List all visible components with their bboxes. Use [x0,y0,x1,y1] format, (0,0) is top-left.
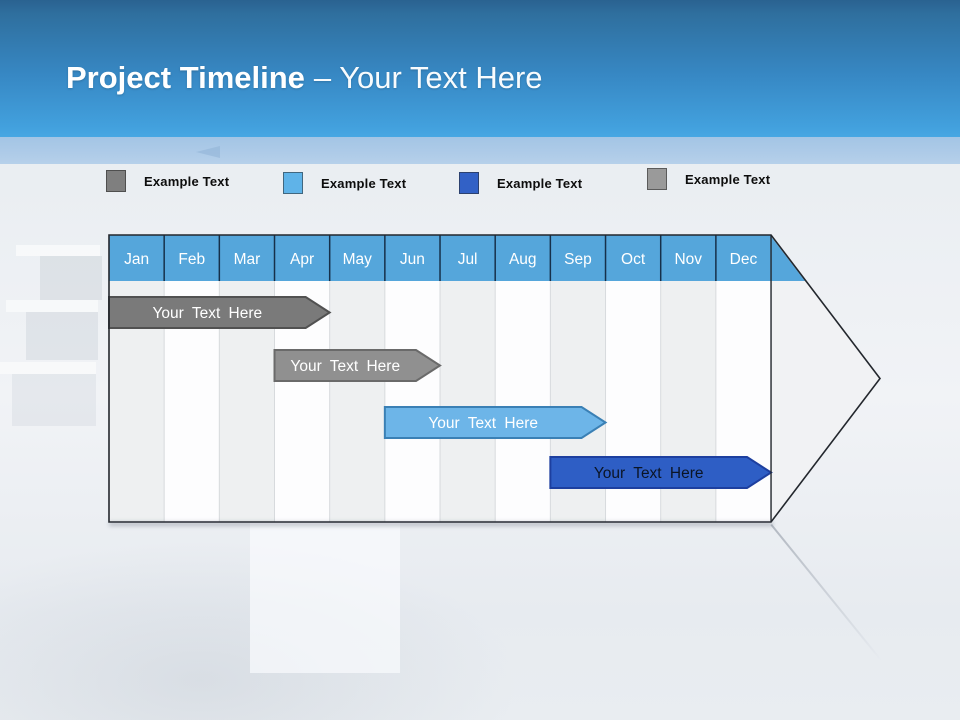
month-header-cell [219,235,275,281]
legend-label: Example Text [685,171,771,187]
title-placeholder: – Your Text Here [313,60,543,95]
legend-item-4[interactable]: Example Text [647,166,770,192]
chart-outline [108,234,882,523]
legend-item-3[interactable]: Example Text [459,170,582,196]
legend-label: Example Text [497,175,583,191]
legend-swatch-blue-dark [459,172,479,194]
background-pillar-shape [250,523,400,673]
month-label: Dec [730,251,758,268]
background-arrow-glyph [196,146,220,158]
month-header-cell [384,235,441,281]
month-label: Aug [509,251,537,268]
background-stair-shape [0,362,96,374]
background-stair-shape [40,256,102,300]
timeline-bar-label: Your Text Here [152,305,262,322]
timeline-bar[interactable] [549,456,773,489]
month-label: Apr [290,251,314,268]
background-stair-shape [6,300,98,312]
month-header-cell [715,235,772,281]
column-stripe [384,281,441,522]
legend-label: Example Text [321,175,407,191]
legend-label: Example Text [144,173,230,189]
timeline-bar-label: Your Text Here [290,358,400,375]
column-stripe [440,281,496,522]
month-header-cell [329,235,385,281]
background-stair-shape [12,374,96,426]
month-header-cell [605,235,661,281]
month-label: Nov [674,251,702,268]
month-label: Jun [400,251,425,268]
column-stripe [329,281,385,522]
header-banner [0,0,960,137]
month-header-cell [660,235,716,281]
background-stair-shape [26,312,98,360]
chart-reflection [770,524,883,662]
month-label: May [343,251,373,268]
title-main: Project Timeline [66,60,305,95]
month-label: Jul [458,251,478,268]
slide-title[interactable]: Project Timeline– Your Text Here [66,60,543,96]
legend-swatch-gray-dark [106,170,126,192]
month-header-cell [440,235,496,281]
legend-item-2[interactable]: Example Text [283,170,406,196]
month-label: Oct [621,251,646,268]
month-header-cell [109,235,165,281]
timeline-chart: Jan Feb Mar Apr May Jun Jul Aug Sep Oct Nov DecYour… [108,234,882,523]
background-floor-shadow [0,540,520,720]
timeline-bar[interactable] [273,349,442,382]
legend-swatch-gray [647,168,667,190]
timeline-bar-label: Your Text Here [594,465,704,482]
month-label: Jan [124,251,149,268]
timeline-bar[interactable] [383,406,608,439]
legend-item-1[interactable]: Example Text [106,168,229,194]
month-label: Feb [178,251,205,268]
timeline-bar-label: Your Text Here [428,415,538,432]
month-header-cell [164,235,220,281]
month-header-cell [550,235,606,281]
column-stripe [495,281,551,522]
chart-shadow [109,522,773,526]
timeline-arrow-tip [771,235,880,522]
legend-swatch-blue-light [283,172,303,194]
month-label: Sep [564,251,592,268]
month-header-cell [495,235,551,281]
background-stair-shape [16,245,100,256]
month-header-cell [274,235,330,281]
header-accent-band [0,137,960,164]
month-label: Mar [234,251,261,268]
